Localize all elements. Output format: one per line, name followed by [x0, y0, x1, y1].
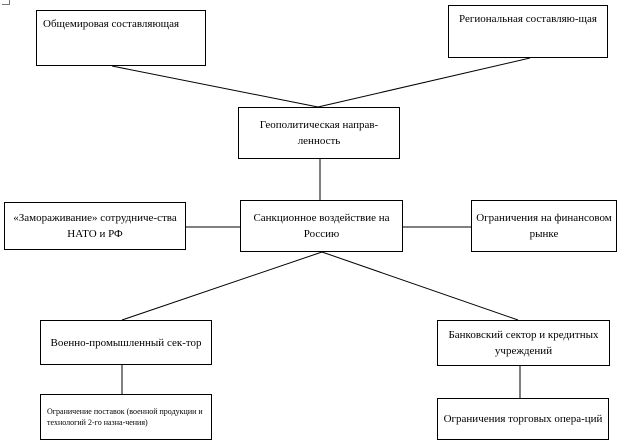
node-trade-label: Ограничения торговых опера-ций — [443, 413, 603, 425]
node-regional: Региональная составляю-щая — [448, 5, 608, 58]
edge-global-geopolitical — [111, 65, 319, 108]
edge-sanctions-banking — [321, 251, 519, 321]
node-geopolitical-label: Геополитическая направ-ленность — [259, 119, 379, 147]
node-sanctions-label: Санкционное воздействие на Россию — [253, 212, 390, 240]
node-banking: Банковский сектор и кредитных учреждений — [437, 320, 610, 366]
node-nato-label: «Замораживание» сотрудниче-ства НАТО и Р… — [13, 212, 177, 240]
node-nato: «Замораживание» сотрудниче-ства НАТО и Р… — [4, 202, 186, 250]
node-military-label: Военно-промышленный сек-тор — [50, 336, 202, 349]
node-banking-label: Банковский сектор и кредитных учреждений — [448, 329, 599, 357]
node-sanctions: Санкционное воздействие на Россию — [240, 200, 403, 252]
node-regional-label: Региональная составляю-щая — [459, 13, 597, 25]
node-military: Военно-промышленный сек-тор — [40, 320, 212, 365]
page-corner-mark — [2, 0, 10, 5]
node-supply: Ограничение поставок (военной продукции … — [40, 394, 212, 440]
node-trade: Ограничения торговых опера-ций — [437, 398, 609, 440]
node-global: Общемировая составляющая — [36, 10, 206, 66]
node-financial: Ограничения на финансовом рынке — [471, 200, 617, 252]
node-financial-label: Ограничения на финансовом рынке — [476, 212, 612, 240]
node-geopolitical: Геополитическая направ-ленность — [238, 107, 400, 159]
edge-sanctions-military — [121, 251, 323, 321]
node-global-label: Общемировая составляющая — [43, 18, 180, 30]
node-supply-label: Ограничение поставок (военной продукции … — [47, 407, 203, 427]
edge-regional-geopolitical — [317, 57, 531, 108]
